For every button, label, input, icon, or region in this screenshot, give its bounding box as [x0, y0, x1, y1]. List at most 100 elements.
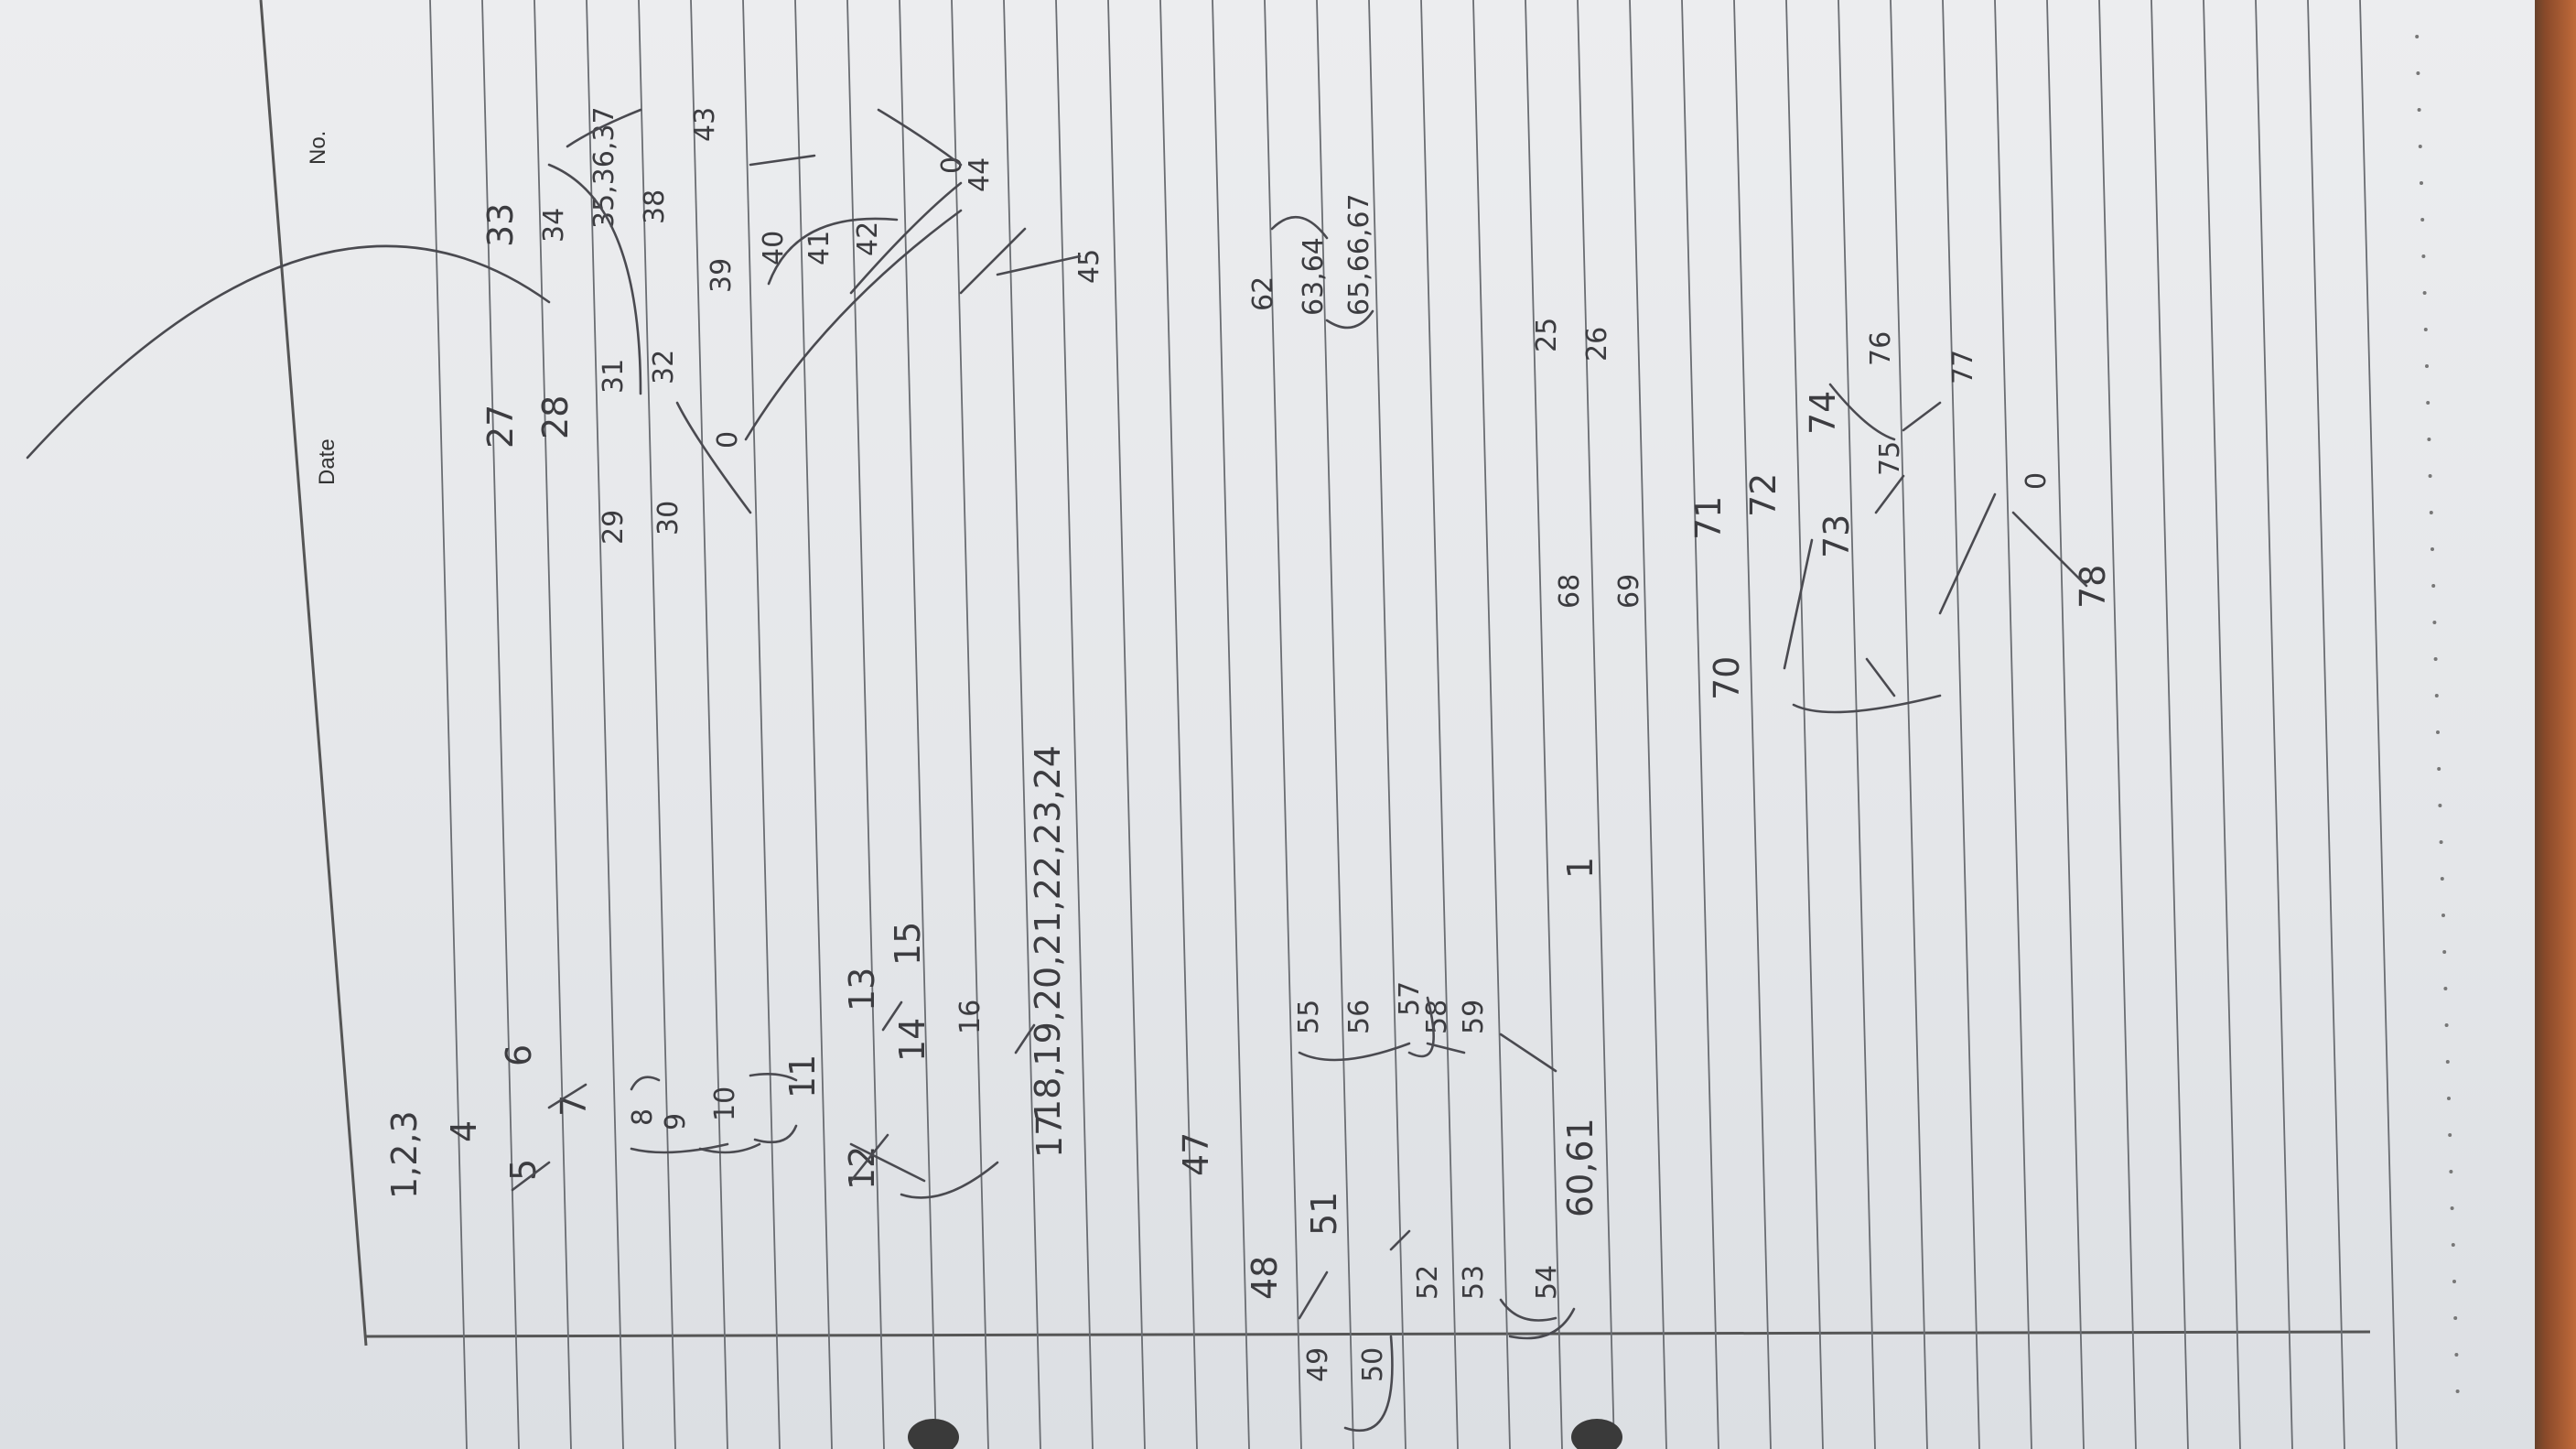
ruled-line — [1055, 0, 1094, 1449]
ruled-line — [1003, 0, 1041, 1449]
note-73: 73 — [1816, 514, 1857, 558]
dot-guide — [2415, 35, 2460, 1393]
note-7: 7 — [554, 1095, 594, 1117]
ruled-line — [1681, 0, 1719, 1449]
note-48: 48 — [1245, 1256, 1285, 1300]
ruled-line — [1107, 0, 1146, 1449]
ruled-line — [1890, 0, 1928, 1449]
ruled-line — [2203, 0, 2241, 1449]
pen-strokes — [26, 108, 2088, 1433]
note-74: 74 — [1803, 391, 1843, 435]
note-56: 56 — [1343, 1000, 1375, 1034]
ruled-line — [2098, 0, 2137, 1449]
note-15: 15 — [888, 922, 928, 966]
note-76: 76 — [1865, 331, 1897, 366]
note-78: 78 — [2073, 565, 2113, 609]
binder-hole — [1571, 1419, 1622, 1449]
guide-dot — [2427, 438, 2431, 441]
note-25: 25 — [1531, 318, 1563, 352]
note-53: 53 — [1458, 1265, 1490, 1300]
note-17: 17 — [1029, 1114, 1070, 1158]
note-29: 29 — [598, 510, 630, 545]
guide-dot — [2422, 291, 2427, 295]
ruled-line — [638, 0, 676, 1449]
ruled-line — [742, 0, 781, 1449]
note-6: 6 — [499, 1044, 539, 1066]
ruled-line — [2046, 0, 2085, 1449]
note-75: 75 — [1874, 441, 1906, 476]
guide-dot — [2417, 108, 2421, 112]
guide-dot — [2425, 364, 2429, 368]
note-27: 27 — [480, 405, 521, 449]
note-62: 62 — [1247, 276, 1279, 311]
note-16: 16 — [954, 1000, 986, 1034]
middle-column-notes: 47 48 49 50 51 52 53 54 55 56 57 58 59 6… — [1176, 857, 1601, 1382]
ruled-line — [2359, 0, 2398, 1449]
note-43: 43 — [689, 107, 721, 142]
note-1-2-3: 1,2,3 — [384, 1110, 425, 1199]
ruled-line — [481, 0, 520, 1449]
note-70: 70 — [1707, 656, 1747, 700]
guide-dot — [2453, 1316, 2458, 1320]
note-34: 34 — [538, 208, 570, 243]
guide-dot — [2430, 547, 2434, 551]
guide-dot — [2415, 35, 2420, 38]
guide-dot — [2421, 254, 2426, 258]
ruled-line — [1785, 0, 1824, 1449]
guide-dot — [2437, 767, 2441, 771]
ruled-line — [429, 0, 468, 1449]
note-44: 44 — [964, 157, 996, 192]
guide-dot — [2440, 877, 2444, 881]
note-50: 50 — [1357, 1347, 1389, 1382]
note-57: 57 — [1394, 981, 1426, 1016]
note-55: 55 — [1293, 1000, 1325, 1034]
note-51: 51 — [1304, 1192, 1344, 1236]
ruled-line — [951, 0, 989, 1449]
note-40: 40 — [758, 231, 790, 265]
guide-dot — [2443, 987, 2448, 990]
right-column-notes: 25 26 27 28 29 30 31 32 33 34 35,36,37 3… — [480, 106, 2113, 700]
note-52: 52 — [1412, 1265, 1444, 1300]
ruled-line — [1264, 0, 1302, 1449]
note-39: 39 — [706, 258, 738, 293]
ruled-line — [1838, 0, 1876, 1449]
note-77: 77 — [1947, 350, 1979, 384]
note-8: 8 — [627, 1108, 659, 1126]
guide-dot — [2428, 474, 2432, 478]
guide-dot — [2420, 218, 2425, 222]
zero-mark: 0 — [936, 157, 968, 174]
note-13: 13 — [842, 968, 882, 1011]
guide-dot — [2444, 1023, 2449, 1027]
guide-dot — [2454, 1353, 2459, 1357]
ruled-line — [534, 0, 572, 1449]
ruled-line — [1733, 0, 1772, 1449]
ruled-line — [586, 0, 624, 1449]
note-30: 30 — [652, 501, 684, 535]
ruled-line — [1212, 0, 1250, 1449]
guide-dot — [2450, 1206, 2454, 1210]
zero-mark: 0 — [2021, 472, 2053, 490]
ruled-line — [1316, 0, 1354, 1449]
note-5: 5 — [503, 1159, 544, 1181]
ruled-line — [846, 0, 885, 1449]
no-label: No. — [306, 131, 330, 165]
ruled-line — [1577, 0, 1615, 1449]
ruled-line — [1368, 0, 1407, 1449]
guide-dot — [2416, 71, 2420, 75]
note-54: 54 — [1531, 1265, 1563, 1300]
note-68: 68 — [1554, 574, 1586, 609]
guide-dot — [2439, 840, 2443, 844]
ruled-line — [1525, 0, 1563, 1449]
note-45: 45 — [1073, 249, 1105, 284]
guide-dot — [2441, 914, 2445, 917]
guide-dot — [2434, 694, 2439, 697]
note-4: 4 — [444, 1120, 484, 1142]
top-margin-line — [259, 0, 368, 1346]
guide-dot — [2418, 145, 2422, 148]
guide-dot — [2442, 950, 2447, 954]
guide-dot — [2426, 401, 2430, 405]
note-65-66-67: 65,66,67 — [1343, 193, 1375, 316]
guide-dot — [2438, 804, 2442, 807]
ruled-line — [1472, 0, 1511, 1449]
